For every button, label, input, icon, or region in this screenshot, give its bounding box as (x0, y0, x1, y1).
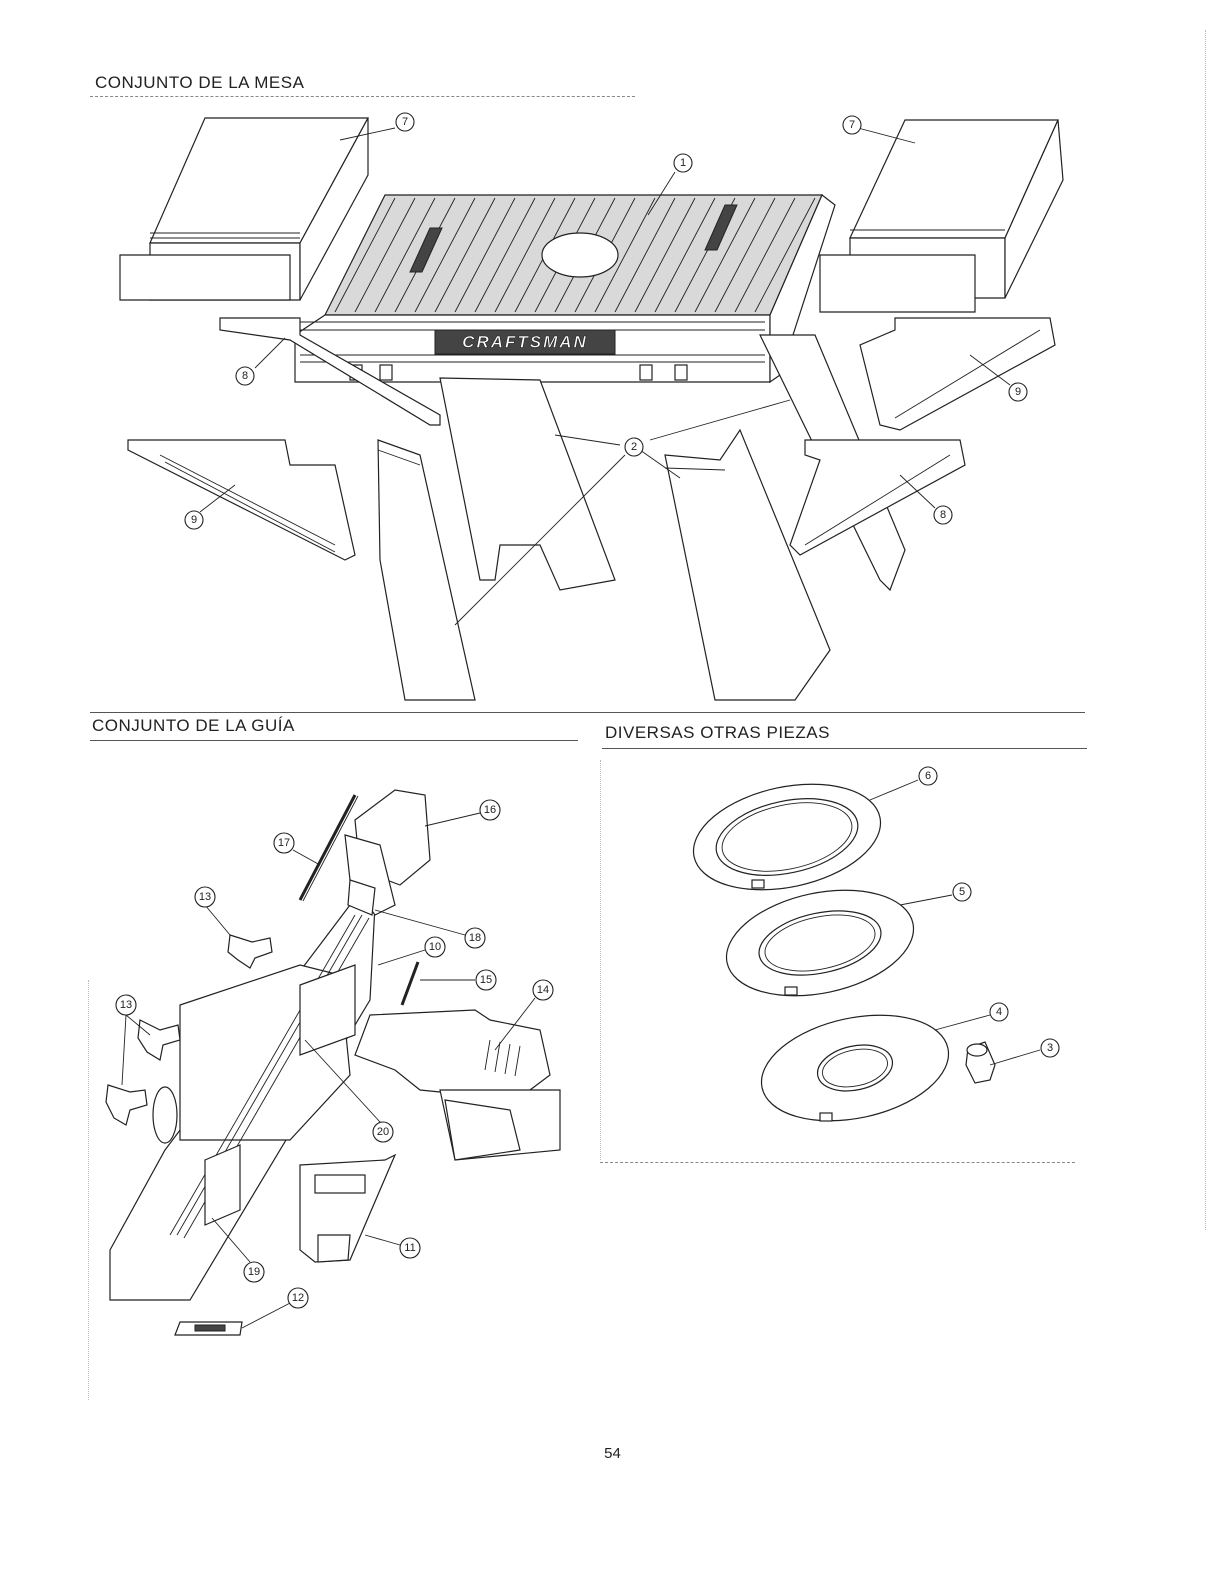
svg-text:10: 10 (429, 941, 441, 953)
knob-upper (228, 935, 272, 968)
callout-11: 11 (400, 1238, 420, 1258)
callout-7-right: 7 (843, 116, 861, 134)
callout-13-lower: 13 (116, 995, 136, 1015)
svg-text:13: 13 (120, 999, 132, 1011)
page-number: 54 (0, 1445, 1225, 1462)
callout-9-left: 9 (185, 511, 203, 529)
svg-text:11: 11 (404, 1242, 415, 1254)
router-opening (542, 233, 618, 277)
svg-text:5: 5 (959, 886, 965, 898)
svg-text:14: 14 (537, 984, 549, 996)
slot-plate (175, 1322, 242, 1335)
svg-text:2: 2 (631, 441, 637, 453)
svg-text:13: 13 (199, 891, 211, 903)
callout-20: 20 (373, 1122, 393, 1142)
svg-text:1: 1 (680, 157, 686, 169)
callout-1: 1 (674, 154, 692, 172)
bushing (966, 1042, 995, 1083)
svg-text:7: 7 (849, 119, 855, 131)
callout-10: 10 (425, 937, 445, 957)
svg-text:7: 7 (402, 116, 408, 128)
callout-8-left: 8 (236, 367, 254, 385)
svg-text:19: 19 (248, 1266, 260, 1278)
insert-ring-medium-opening (717, 874, 924, 1011)
fence-top-bracket (345, 790, 430, 915)
svg-text:16: 16 (484, 804, 496, 816)
svg-text:8: 8 (940, 509, 946, 521)
svg-text:20: 20 (377, 1126, 389, 1138)
callout-9-right: 9 (1009, 383, 1027, 401)
callout-6: 6 (919, 767, 937, 785)
callout-16: 16 (480, 800, 500, 820)
knob-middle (138, 1020, 180, 1060)
svg-text:6: 6 (925, 770, 931, 782)
callout-4: 4 (990, 1003, 1008, 1021)
svg-text:3: 3 (1047, 1042, 1053, 1054)
callout-5: 5 (953, 883, 971, 901)
knob-lower (106, 1085, 147, 1125)
right-table-extension (820, 120, 1063, 312)
router-table-top: CRAFTSMAN (295, 195, 835, 382)
svg-text:17: 17 (278, 837, 290, 849)
svg-text:4: 4 (996, 1006, 1002, 1018)
right-upper-brace (860, 318, 1055, 430)
fence-clamp-block (300, 1155, 395, 1262)
callout-17: 17 (274, 833, 294, 853)
callout-18: 18 (465, 928, 485, 948)
svg-text:8: 8 (242, 370, 248, 382)
callout-3: 3 (1041, 1039, 1059, 1057)
svg-text:12: 12 (292, 1292, 304, 1304)
callout-2: 2 (625, 438, 643, 456)
callout-8-right: 8 (934, 506, 952, 524)
svg-text:18: 18 (469, 932, 481, 944)
callout-19: 19 (244, 1262, 264, 1282)
small-pin (402, 962, 418, 1005)
callout-15: 15 (476, 970, 496, 990)
callout-7-left: 7 (396, 113, 414, 131)
brand-logo: CRAFTSMAN (462, 333, 588, 352)
svg-text:15: 15 (480, 974, 492, 986)
left-lower-brace (128, 440, 355, 560)
insert-ring-small-opening (752, 999, 959, 1136)
svg-text:9: 9 (191, 514, 197, 526)
callout-12: 12 (288, 1288, 308, 1308)
callout-13-upper: 13 (195, 887, 215, 907)
left-table-extension (120, 118, 368, 300)
svg-text:9: 9 (1015, 386, 1021, 398)
callout-14: 14 (533, 980, 553, 1000)
insert-ring-large-opening (684, 768, 891, 905)
